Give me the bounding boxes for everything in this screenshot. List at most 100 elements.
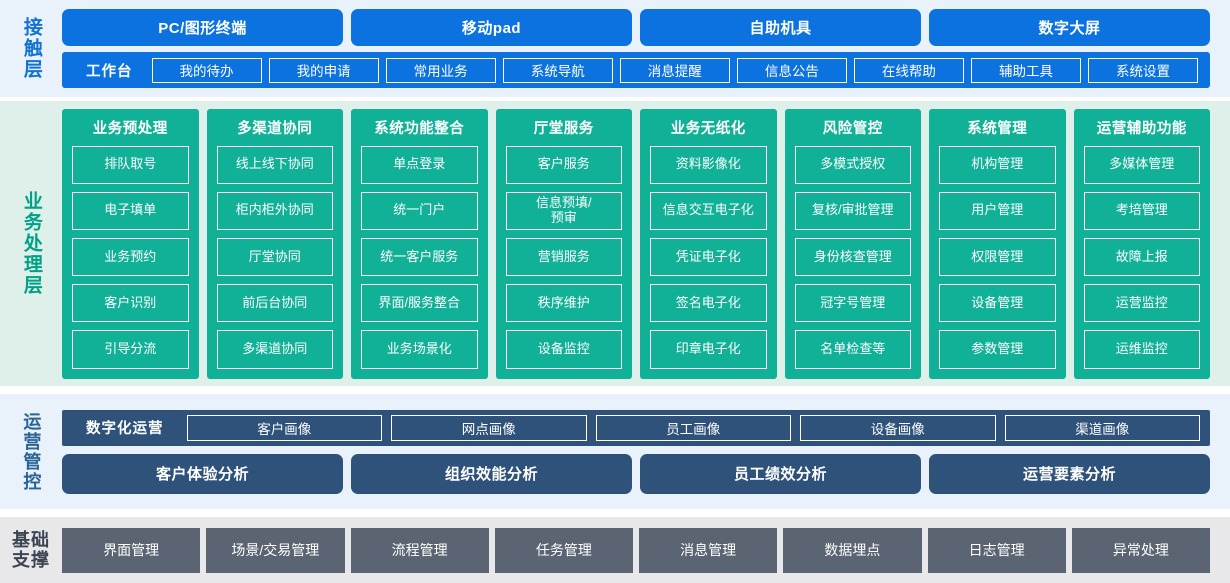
operations-layer-label: 运营管控 <box>21 411 42 492</box>
device-button-self-service[interactable]: 自助机具 <box>640 9 921 46</box>
business-item[interactable]: 客户识别 <box>72 284 189 323</box>
business-item[interactable]: 用户管理 <box>939 191 1056 230</box>
portrait-chip-device[interactable]: 设备画像 <box>800 414 996 441</box>
business-item[interactable]: 冠字号管理 <box>794 284 911 323</box>
base-item-data-tracking[interactable]: 数据埋点 <box>783 527 922 573</box>
portrait-chip-employee[interactable]: 员工画像 <box>595 414 791 441</box>
analysis-row: 客户体验分析 组织效能分析 员工绩效分析 运营要素分析 <box>62 453 1210 494</box>
business-columns: 业务预处理 排队取号 电子填单 业务预约 客户识别 引导分流 多渠道协同 线上线… <box>62 108 1230 379</box>
business-item[interactable]: 线上线下协同 <box>216 145 333 184</box>
business-column-risk-control: 风险管控 多模式授权 复核/审批管理 身份核查管理 冠字号管理 名单检查等 <box>784 108 921 379</box>
business-layer-label: 业务处理层 <box>20 191 42 296</box>
business-item[interactable]: 权限管理 <box>939 237 1056 277</box>
business-item[interactable]: 运维监控 <box>1083 330 1200 369</box>
business-item[interactable]: 参数管理 <box>939 330 1056 369</box>
nav-item-info-announcement[interactable]: 信息公告 <box>736 57 847 83</box>
column-items: 资料影像化 信息交互电子化 凭证电子化 签名电子化 印章电子化 <box>650 145 767 369</box>
column-items: 线上线下协同 柜内柜外协同 厅堂协同 前后台协同 多渠道协同 <box>216 145 333 369</box>
business-item[interactable]: 界面/服务整合 <box>361 284 478 323</box>
business-column-multichannel: 多渠道协同 线上线下协同 柜内柜外协同 厅堂协同 前后台协同 多渠道协同 <box>206 108 343 379</box>
column-title: 多渠道协同 <box>237 120 313 137</box>
business-item[interactable]: 机构管理 <box>939 145 1056 184</box>
workbench-nav-row: 工作台 我的待办 我的申请 常用业务 系统导航 消息提醒 信息公告 在线帮助 辅… <box>62 52 1210 88</box>
business-item[interactable]: 统一门户 <box>361 191 478 230</box>
base-item-log-management[interactable]: 日志管理 <box>927 527 1066 573</box>
business-item[interactable]: 厅堂协同 <box>216 237 333 277</box>
business-item[interactable]: 签名电子化 <box>650 284 767 323</box>
business-column-paperless: 业务无纸化 资料影像化 信息交互电子化 凭证电子化 签名电子化 印章电子化 <box>640 108 777 379</box>
analysis-bar-customer-experience[interactable]: 客户体验分析 <box>62 453 343 494</box>
business-item[interactable]: 信息交互电子化 <box>650 191 767 230</box>
nav-item-auxiliary-tools[interactable]: 辅助工具 <box>970 57 1081 83</box>
business-item[interactable]: 身份核查管理 <box>794 237 911 277</box>
contact-layer-body: PC/图形终端 移动pad 自助机具 数字大屏 工作台 我的待办 我的申请 常用… <box>62 9 1230 88</box>
portrait-chip-customer[interactable]: 客户画像 <box>186 414 382 441</box>
business-item[interactable]: 设备管理 <box>939 284 1056 323</box>
column-items: 机构管理 用户管理 权限管理 设备管理 参数管理 <box>939 145 1056 369</box>
base-item-ui-management[interactable]: 界面管理 <box>62 527 201 573</box>
business-item[interactable]: 多渠道协同 <box>216 330 333 369</box>
column-title: 运营辅助功能 <box>1096 120 1187 137</box>
business-item[interactable]: 单点登录 <box>361 145 478 184</box>
device-button-mobile-pad[interactable]: 移动pad <box>351 9 632 46</box>
nav-item-my-application[interactable]: 我的申请 <box>268 57 379 83</box>
column-items: 多模式授权 复核/审批管理 身份核查管理 冠字号管理 名单检查等 <box>794 145 911 369</box>
business-column-system-integration: 系统功能整合 单点登录 统一门户 统一客户服务 界面/服务整合 业务场景化 <box>351 108 488 379</box>
business-item[interactable]: 统一客户服务 <box>361 237 478 277</box>
operations-layer: 运营管控 数字化运营 客户画像 网点画像 员工画像 设备画像 渠道画像 客户体验… <box>0 394 1230 509</box>
business-item[interactable]: 排队取号 <box>72 145 189 184</box>
business-item[interactable]: 名单检查等 <box>794 330 911 369</box>
business-item[interactable]: 考培管理 <box>1083 191 1200 230</box>
contact-layer-label: 接触层 <box>20 17 42 80</box>
nav-item-my-todo[interactable]: 我的待办 <box>151 57 262 83</box>
analysis-bar-organization-efficiency[interactable]: 组织效能分析 <box>351 453 632 494</box>
analysis-bar-operation-factors[interactable]: 运营要素分析 <box>929 453 1210 494</box>
column-title: 厅堂服务 <box>533 120 594 137</box>
digital-operations-title: 数字化运营 <box>86 421 164 437</box>
business-item[interactable]: 引导分流 <box>72 330 189 369</box>
nav-item-common-business[interactable]: 常用业务 <box>385 57 496 83</box>
base-item-task-management[interactable]: 任务管理 <box>494 527 633 573</box>
business-item[interactable]: 复核/审批管理 <box>794 191 911 230</box>
nav-item-system-navigation[interactable]: 系统导航 <box>502 57 613 83</box>
business-item[interactable]: 运营监控 <box>1083 284 1200 323</box>
base-item-process-management[interactable]: 流程管理 <box>350 527 489 573</box>
business-item[interactable]: 多媒体管理 <box>1083 145 1200 184</box>
base-item-exception-handling[interactable]: 异常处理 <box>1071 527 1210 573</box>
nav-item-online-help[interactable]: 在线帮助 <box>853 57 964 83</box>
operations-layer-body: 数字化运营 客户画像 网点画像 员工画像 设备画像 渠道画像 客户体验分析 组织… <box>62 409 1230 494</box>
device-button-pc[interactable]: PC/图形终端 <box>62 9 343 46</box>
business-item[interactable]: 印章电子化 <box>650 330 767 369</box>
business-item[interactable]: 业务场景化 <box>361 330 478 369</box>
business-item[interactable]: 营销服务 <box>505 237 622 277</box>
business-item[interactable]: 凭证电子化 <box>650 237 767 277</box>
business-item[interactable]: 故障上报 <box>1083 237 1200 277</box>
business-item[interactable]: 设备监控 <box>505 330 622 369</box>
contact-layer: 接触层 PC/图形终端 移动pad 自助机具 数字大屏 工作台 我的待办 我的申… <box>0 0 1230 97</box>
nav-item-message-alert[interactable]: 消息提醒 <box>619 57 730 83</box>
business-item[interactable]: 资料影像化 <box>650 145 767 184</box>
business-item[interactable]: 客户服务 <box>505 145 622 184</box>
portrait-chip-channel[interactable]: 渠道画像 <box>1004 414 1200 441</box>
nav-workbench-title: 工作台 <box>86 63 133 80</box>
business-item[interactable]: 前后台协同 <box>216 284 333 323</box>
business-item[interactable]: 电子填单 <box>72 191 189 230</box>
base-item-message-management[interactable]: 消息管理 <box>639 527 778 573</box>
business-item[interactable]: 秩序维护 <box>505 284 622 323</box>
business-item[interactable]: 信息预填/ 预审 <box>505 191 622 230</box>
business-column-preprocessing: 业务预处理 排队取号 电子填单 业务预约 客户识别 引导分流 <box>62 108 199 379</box>
business-item[interactable]: 业务预约 <box>72 237 189 277</box>
analysis-bar-employee-performance[interactable]: 员工绩效分析 <box>640 453 921 494</box>
device-button-digital-screen[interactable]: 数字大屏 <box>929 9 1210 46</box>
base-support-layer-label: 基础 支撑 <box>12 529 50 570</box>
portrait-chip-branch[interactable]: 网点画像 <box>391 414 587 441</box>
business-layer: 业务处理层 业务预处理 排队取号 电子填单 业务预约 客户识别 引导分流 多渠道… <box>0 101 1230 386</box>
business-column-system-management: 系统管理 机构管理 用户管理 权限管理 设备管理 参数管理 <box>929 108 1066 379</box>
base-item-scenario-transaction-management[interactable]: 场景/交易管理 <box>206 527 345 573</box>
nav-item-system-settings[interactable]: 系统设置 <box>1088 57 1199 83</box>
base-support-items: 界面管理 场景/交易管理 流程管理 任务管理 消息管理 数据埋点 日志管理 异常… <box>62 527 1230 573</box>
business-item[interactable]: 多模式授权 <box>794 145 911 184</box>
business-column-operation-support: 运营辅助功能 多媒体管理 考培管理 故障上报 运营监控 运维监控 <box>1073 108 1210 379</box>
business-item[interactable]: 柜内柜外协同 <box>216 191 333 230</box>
